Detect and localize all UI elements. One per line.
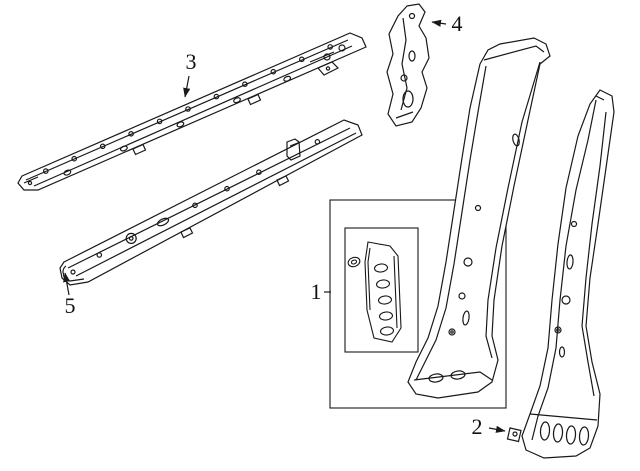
center-pillar-drawing xyxy=(407,37,551,399)
pillar-kit-box xyxy=(329,199,507,409)
callout-5: 5 xyxy=(64,293,76,318)
inner-rocker-rail-drawing xyxy=(59,119,363,286)
callout-3: 3 xyxy=(185,49,197,74)
upper-bracket-drawing xyxy=(386,3,430,127)
callout-4: 4 xyxy=(451,11,463,36)
callout-2-arrow xyxy=(488,425,506,433)
callout-1: 1 xyxy=(310,279,322,304)
callout-4-arrow xyxy=(431,19,447,27)
callout-2: 2 xyxy=(471,414,483,439)
callout-5-arrow xyxy=(63,272,71,296)
side-pillar-drawing xyxy=(506,89,615,459)
callout-arrows xyxy=(63,19,506,433)
pillar-reinforcement-part-drawing xyxy=(347,241,402,343)
callout-3-arrow xyxy=(183,75,191,98)
outer-rocker-rail-drawing xyxy=(17,32,367,191)
